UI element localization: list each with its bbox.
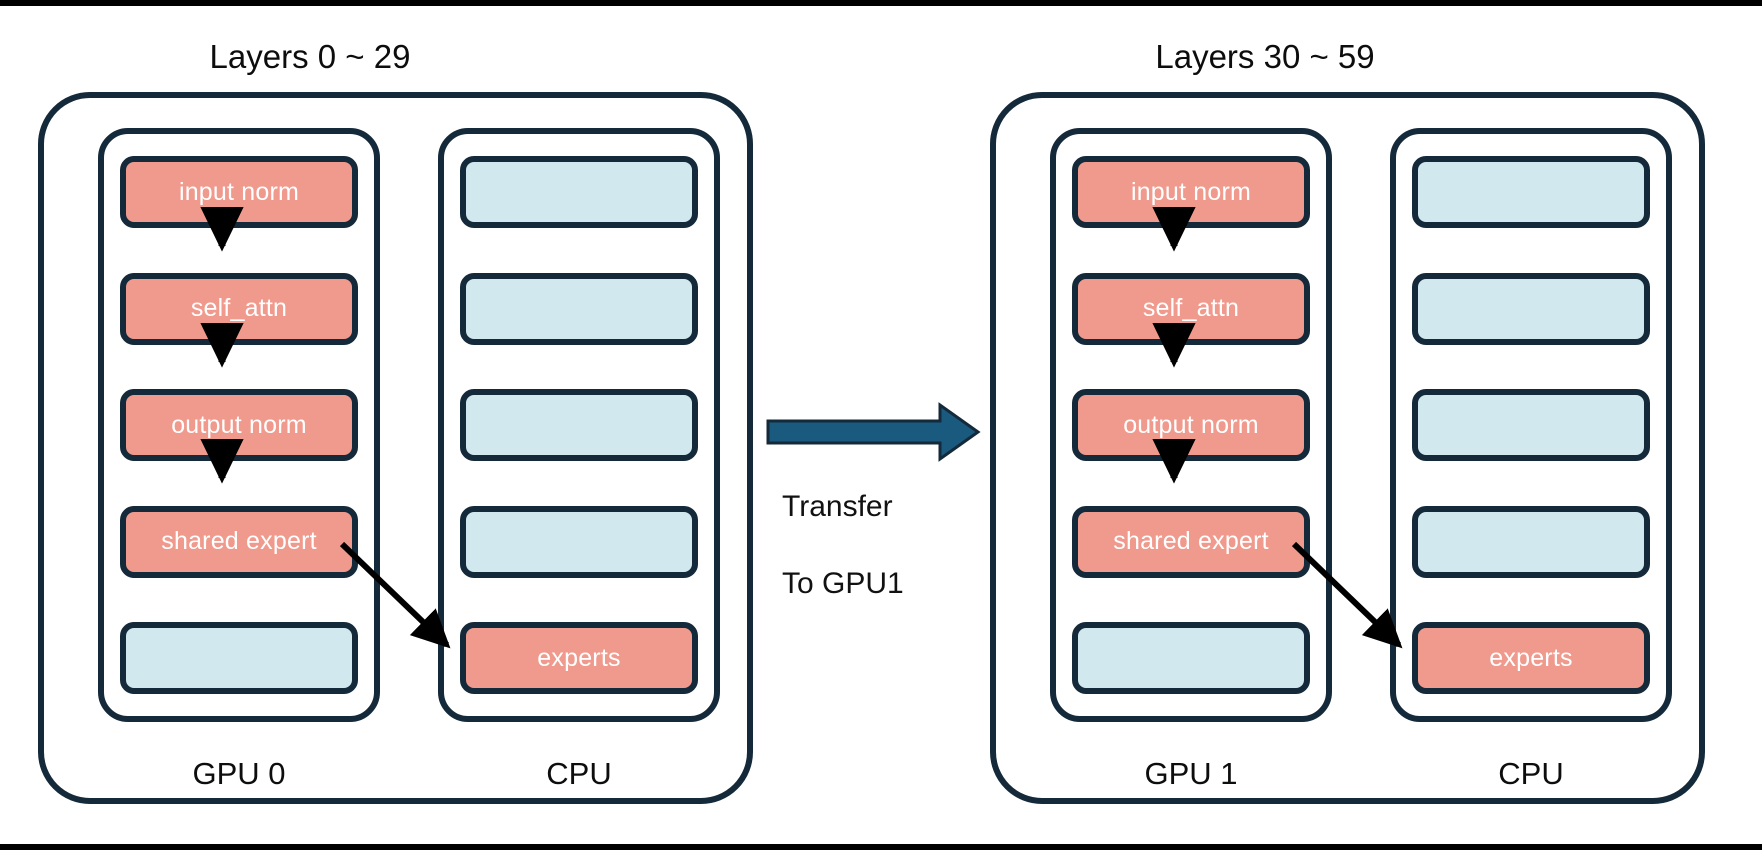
block-self-attn[interactable]: self_attn (120, 272, 358, 345)
panel-title-left: Layers 0 ~ 29 (209, 38, 411, 75)
letterbox-bottom (0, 844, 1762, 850)
block-input-norm-right[interactable]: input norm (1072, 156, 1310, 228)
hw-label-gpu1: GPU 1 (1144, 756, 1238, 791)
block-shared-expert[interactable]: shared expert (120, 505, 358, 578)
transfer-label-line1: Transfer (782, 490, 893, 524)
gpu-column-left: input norm self_attn output norm shared … (98, 128, 380, 722)
cpu-column-right: experts (1390, 128, 1672, 722)
letterbox-top (0, 0, 1762, 6)
hw-label-cpu-right: CPU (1498, 756, 1564, 791)
transfer-label-line2: To GPU1 (782, 567, 904, 601)
block-cpu-slot-3[interactable] (460, 389, 698, 461)
block-cpu-slot-3-right[interactable] (1412, 389, 1650, 461)
block-cpu-slot-1[interactable] (460, 156, 698, 228)
block-experts-right[interactable]: experts (1412, 622, 1650, 694)
transfer-label: Transfer To GPU1 (782, 450, 972, 642)
hw-label-gpu0: GPU 0 (192, 756, 286, 791)
block-input-norm[interactable]: input norm (120, 156, 358, 228)
block-output-norm-right[interactable]: output norm (1072, 389, 1310, 461)
block-cpu-slot-4-right[interactable] (1412, 505, 1650, 578)
block-experts[interactable]: experts (460, 622, 698, 694)
gpu-column-right: input norm self_attn output norm shared … (1050, 128, 1332, 722)
panel-title-right: Layers 30 ~ 59 (1155, 38, 1375, 75)
block-cpu-slot-1-right[interactable] (1412, 156, 1650, 228)
block-cpu-slot-2[interactable] (460, 272, 698, 345)
block-placeholder[interactable] (120, 622, 358, 694)
block-cpu-slot-4[interactable] (460, 505, 698, 578)
cpu-column-left: experts (438, 128, 720, 722)
block-cpu-slot-2-right[interactable] (1412, 272, 1650, 345)
block-shared-expert-right[interactable]: shared expert (1072, 505, 1310, 578)
block-self-attn-right[interactable]: self_attn (1072, 272, 1310, 345)
block-output-norm[interactable]: output norm (120, 389, 358, 461)
hw-label-cpu-left: CPU (546, 756, 612, 791)
block-placeholder-right[interactable] (1072, 622, 1310, 694)
